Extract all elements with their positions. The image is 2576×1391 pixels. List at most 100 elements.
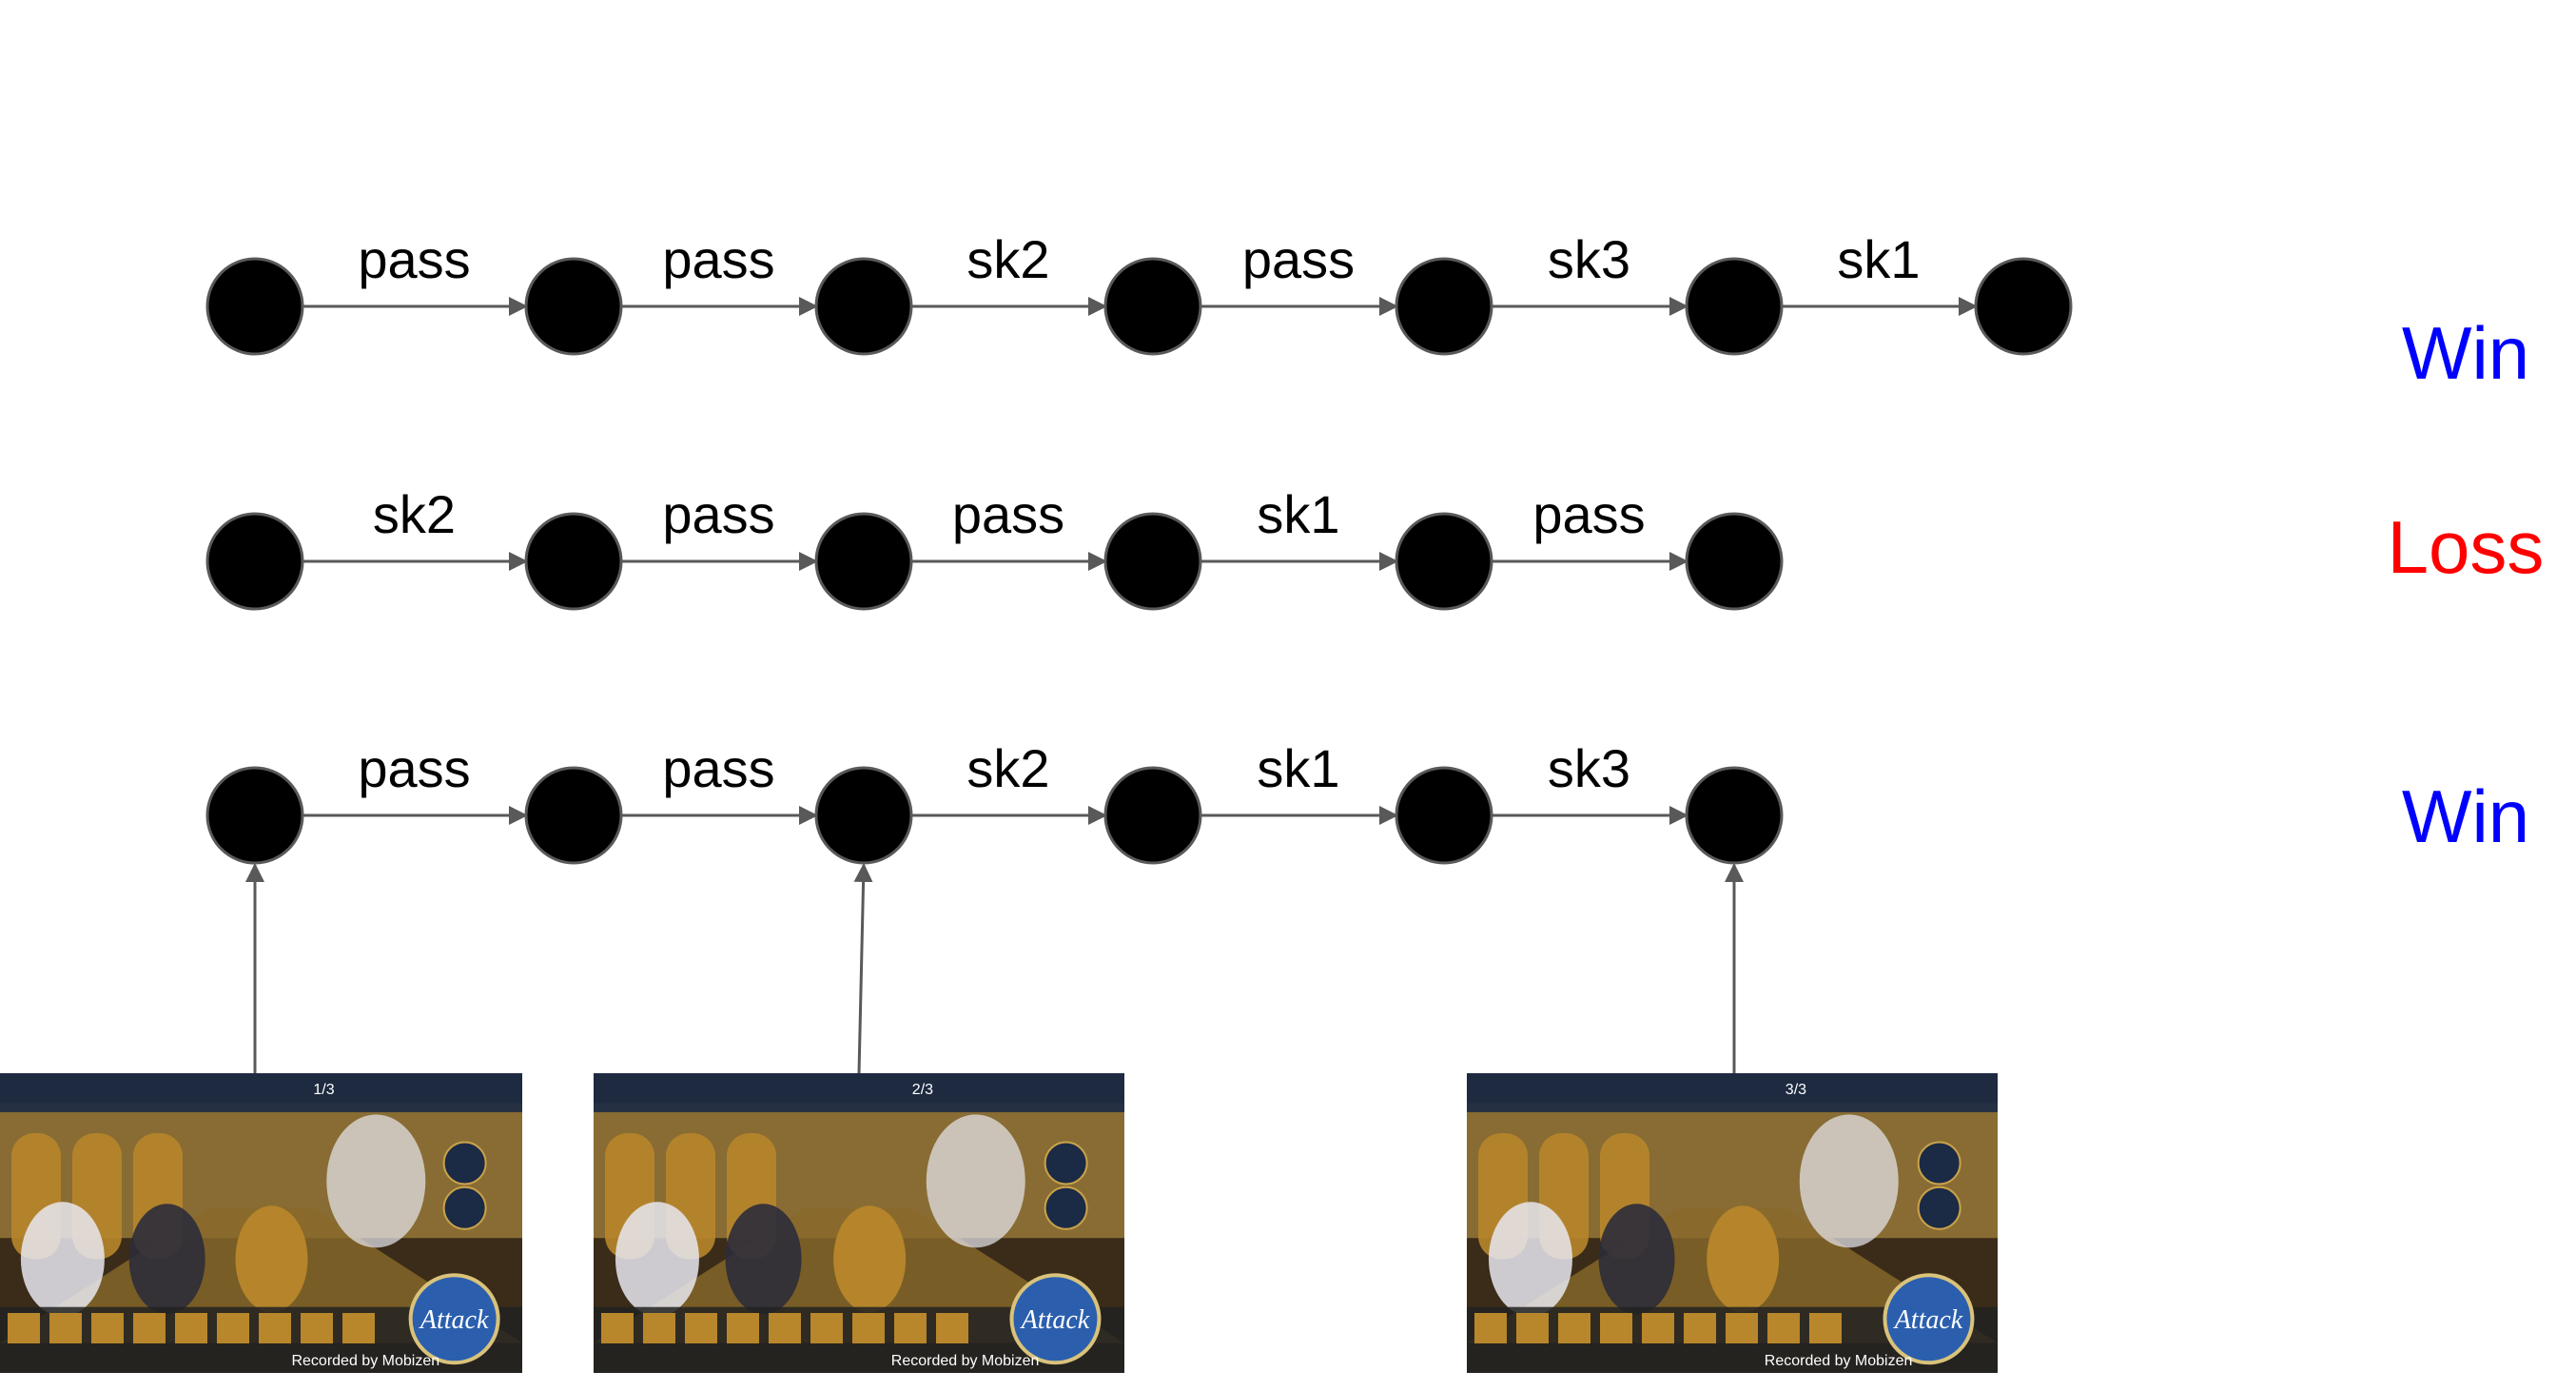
action-label: pass [662, 738, 774, 798]
enemy-hud [594, 1073, 1124, 1112]
battle-counter: 2/3 [912, 1082, 933, 1098]
skill-icon [685, 1313, 717, 1343]
action-label: sk2 [966, 738, 1049, 798]
state-node [1685, 766, 1784, 865]
screenshot-links [245, 863, 1744, 1074]
action-label: sk1 [1837, 229, 1920, 289]
state-node [524, 512, 623, 611]
skill-icon [1684, 1313, 1716, 1343]
servant-figure [235, 1205, 308, 1313]
attack-button-icon [408, 1273, 500, 1365]
skill-icon [1809, 1313, 1842, 1343]
skill-icon [175, 1313, 207, 1343]
skill-icon [1767, 1313, 1800, 1343]
skill-icon [259, 1313, 291, 1343]
servant-figure [615, 1202, 699, 1317]
state-node [1395, 766, 1493, 865]
servant-figure [20, 1202, 105, 1317]
skill-icon [91, 1313, 124, 1343]
skill-icon [133, 1313, 166, 1343]
outcome-label: Win [2402, 311, 2529, 395]
action-label: pass [358, 738, 470, 798]
skill-button-icon [1917, 1185, 1961, 1230]
servant-figure [128, 1204, 205, 1315]
action-label: sk1 [1257, 484, 1339, 544]
state-node [1395, 512, 1493, 611]
action-label: sk3 [1548, 738, 1630, 798]
action-label: pass [358, 229, 470, 289]
state-node [524, 257, 623, 356]
skill-icon [1600, 1313, 1632, 1343]
state-node [814, 766, 913, 865]
state-node [524, 766, 623, 865]
recorder-watermark: Recorded by Mobizen [291, 1353, 439, 1369]
state-node [1395, 257, 1493, 356]
action-label: sk2 [966, 229, 1049, 289]
battle-counter: 1/3 [313, 1082, 334, 1098]
attack-button-label: Attack [419, 1305, 489, 1335]
skill-icon [8, 1313, 40, 1343]
state-node [814, 257, 913, 356]
skill-button-icon [1044, 1185, 1088, 1230]
attack-button-label: Attack [1893, 1305, 1963, 1335]
battle-counter: 3/3 [1786, 1082, 1806, 1098]
skill-button-icon [442, 1185, 487, 1230]
action-label: sk2 [373, 484, 456, 544]
skill-icon [769, 1313, 801, 1343]
action-label: sk3 [1548, 229, 1630, 289]
skill-icon [852, 1313, 885, 1343]
skill-icon [936, 1313, 968, 1343]
skill-icon [301, 1313, 333, 1343]
servant-figure [926, 1114, 1025, 1248]
recorder-watermark: Recorded by Mobizen [891, 1353, 1040, 1369]
state-node [1103, 766, 1202, 865]
servant-figure [326, 1114, 426, 1248]
state-node [1103, 512, 1202, 611]
state-node [1685, 512, 1784, 611]
skill-icon [217, 1313, 249, 1343]
action-label: sk1 [1257, 738, 1339, 798]
skill-icon [1558, 1313, 1590, 1343]
menu-button-icon [1044, 1141, 1088, 1185]
attack-button-icon [1009, 1273, 1102, 1365]
screenshot-link-arrow [853, 863, 873, 1074]
action-label: pass [662, 229, 774, 289]
state-node [1685, 257, 1784, 356]
state-node [1974, 257, 2073, 356]
action-label: pass [952, 484, 1064, 544]
attack-button-icon [1883, 1273, 1975, 1365]
menu-button-icon [1917, 1141, 1961, 1185]
state-node [205, 512, 304, 611]
servant-figure [1488, 1202, 1572, 1317]
state-node [205, 257, 304, 356]
skill-icon [1642, 1313, 1674, 1343]
skill-icon [49, 1313, 82, 1343]
skill-icon [1474, 1313, 1507, 1343]
enemy-hud [1467, 1073, 1998, 1112]
enemy-hud [0, 1073, 522, 1112]
state-node [814, 512, 913, 611]
recorder-watermark: Recorded by Mobizen [1765, 1353, 1913, 1369]
skill-icon [727, 1313, 759, 1343]
servant-figure [725, 1204, 802, 1315]
outcome-label: Loss [2388, 505, 2545, 589]
state-node [1103, 257, 1202, 356]
skill-icon [601, 1313, 634, 1343]
skill-icon [643, 1313, 675, 1343]
skill-icon [810, 1313, 843, 1343]
attack-button-label: Attack [1020, 1305, 1090, 1335]
menu-button-icon [442, 1141, 487, 1185]
outcome-label: Win [2402, 774, 2529, 858]
servant-figure [833, 1205, 907, 1313]
action-label: pass [1532, 484, 1645, 544]
skill-icon [342, 1313, 375, 1343]
